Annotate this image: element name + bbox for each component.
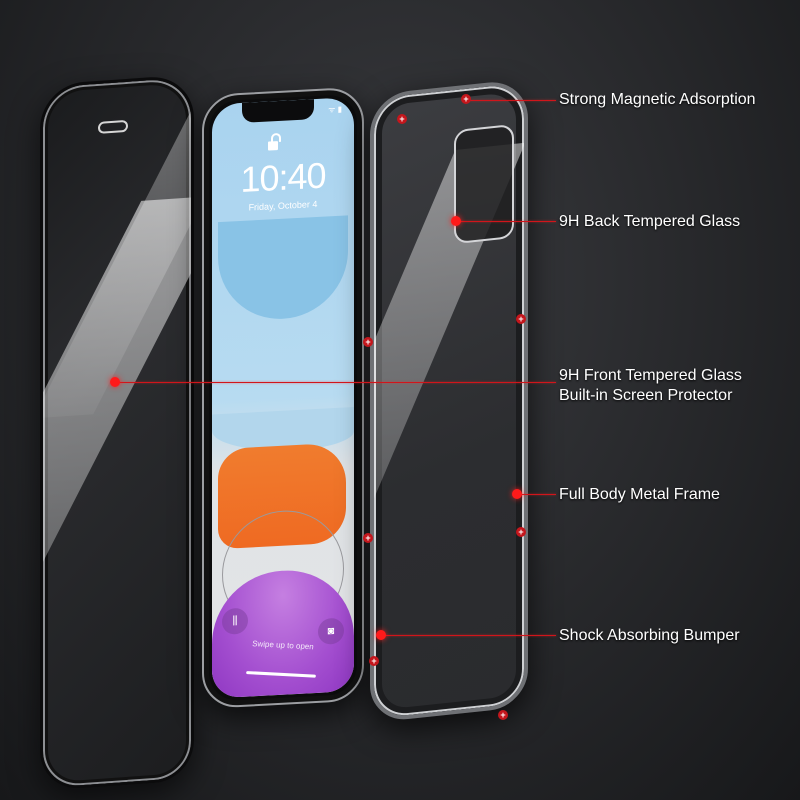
phone-device: ᯤ ▮ 10:40 Friday, October 4 ⫼ ◙ Swipe up… <box>202 86 364 709</box>
front-glass-panel <box>40 74 194 792</box>
feature-text: Full Body Metal Frame <box>559 486 720 503</box>
magnet-plus-icon: + <box>369 656 379 666</box>
feature-label-back-glass: 9H Back Tempered Glass <box>559 212 740 232</box>
callout-line-metal-frame <box>517 494 556 495</box>
camera-cutout <box>454 123 514 245</box>
metal-frame-case <box>370 78 528 723</box>
feature-label-magnetic: Strong Magnetic Adsorption <box>559 90 756 110</box>
magnet-plus-icon: + <box>498 710 508 720</box>
notch <box>242 99 314 123</box>
feature-text: 9H Back Tempered Glass <box>559 213 741 230</box>
magnet-plus-icon: + <box>363 337 373 347</box>
feature-text: Strong Magnetic Adsorption <box>559 91 756 108</box>
feature-text: 9H Front Tempered Glass <box>559 367 742 384</box>
magnet-plus-icon: + <box>397 114 407 124</box>
callout-line-front-glass <box>115 382 556 383</box>
feature-label-bumper: Shock Absorbing Bumper <box>559 626 740 646</box>
marker-dot-bumper <box>376 630 386 640</box>
marker-dot-back-glass <box>451 216 461 226</box>
marker-dot-metal-frame <box>512 489 522 499</box>
status-icons: ᯤ ▮ <box>328 104 342 115</box>
feature-text: Built-in Screen Protector <box>559 387 733 404</box>
magnet-plus-icon: + <box>461 94 471 104</box>
callout-line-back-glass <box>456 221 556 222</box>
magnet-plus-icon: + <box>363 533 373 543</box>
feature-label-front-glass: 9H Front Tempered Glass Built-in Screen … <box>559 366 742 406</box>
callout-line-magnetic <box>470 100 556 101</box>
unlock-icon <box>268 141 278 151</box>
lock-screen-time: 10:40 <box>240 154 326 200</box>
lock-screen: ᯤ ▮ 10:40 Friday, October 4 ⫼ ◙ Swipe up… <box>212 97 354 699</box>
wallpaper-blue-shape <box>218 215 348 323</box>
feature-text: Shock Absorbing Bumper <box>559 627 740 644</box>
magnet-plus-icon: + <box>516 314 526 324</box>
marker-dot-front-glass <box>110 377 120 387</box>
magnet-plus-icon: + <box>516 527 526 537</box>
feature-label-metal-frame: Full Body Metal Frame <box>559 485 720 505</box>
callout-line-bumper <box>381 635 556 636</box>
earpiece-cutout <box>98 119 128 134</box>
